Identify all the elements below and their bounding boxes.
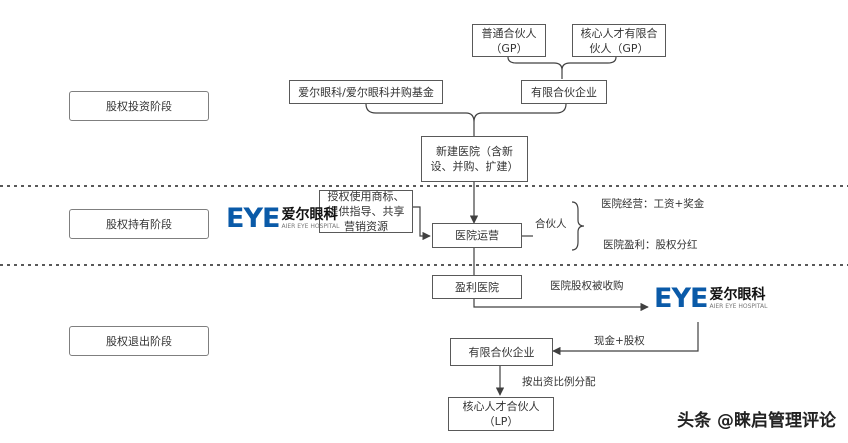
- authorization-arrow: [413, 206, 431, 241]
- logo-tagline: AIER EYE HOSPITAL: [281, 223, 340, 230]
- logo-name: 爱尔眼科: [281, 207, 338, 223]
- gp-merge-brace: [507, 56, 617, 71]
- authorization-box: 授权使用商标、 提供指导、共享 营销资源: [319, 190, 413, 233]
- core-talent-gp-box: 核心人才有限合 伙人（GP）: [572, 24, 666, 57]
- stage-hold: 股权持有阶段: [69, 209, 209, 239]
- distribution-label: 按出资比例分配: [522, 376, 596, 388]
- partners-label: 合伙人: [535, 218, 567, 230]
- logo-name: 爱尔眼科: [709, 287, 766, 303]
- cash-equity-label: 现金+股权: [594, 335, 645, 347]
- new-hospital-box: 新建医院（含新 设、并购、扩建）: [421, 136, 528, 182]
- source-watermark: 头条 @睐启管理评论: [677, 411, 836, 431]
- stage-exit: 股权退出阶段: [69, 326, 209, 356]
- stage-invest: 股权投资阶段: [69, 91, 209, 121]
- logo-tagline: AIER EYE HOSPITAL: [709, 303, 768, 310]
- logo-mark: EYE: [654, 283, 708, 314]
- logo-mark: EYE: [226, 203, 280, 234]
- profitable-hospital-box: 盈利医院: [432, 275, 522, 299]
- limited-partnership-box: 有限合伙企业: [521, 80, 607, 104]
- cash-equity-arrow: [552, 322, 699, 356]
- investor-merge-brace: [365, 103, 567, 123]
- hospital-operation-box: 医院运营: [432, 223, 522, 248]
- core-talent-lp-box: 核心人才合伙人 （LP）: [448, 397, 554, 431]
- acquisition-arrow: [473, 299, 649, 312]
- acquired-label: 医院股权被收购: [550, 280, 624, 292]
- aier-fund-box: 爱尔眼科/爱尔眼科并购基金: [289, 80, 443, 104]
- hospital-profit-label: 医院盈利：股权分红: [603, 239, 698, 251]
- exit-partnership-box: 有限合伙企业: [450, 338, 553, 366]
- aier-logo-exit: EYE 爱尔眼科 AIER EYE HOSPITAL: [654, 285, 767, 313]
- aier-logo-hold: EYE 爱尔眼科 AIER EYE HOSPITAL: [226, 205, 339, 233]
- partner-brace: [571, 201, 585, 251]
- general-partner-box: 普通合伙人 （GP）: [472, 24, 546, 57]
- hospital-management-label: 医院经营：工资+奖金: [601, 198, 705, 210]
